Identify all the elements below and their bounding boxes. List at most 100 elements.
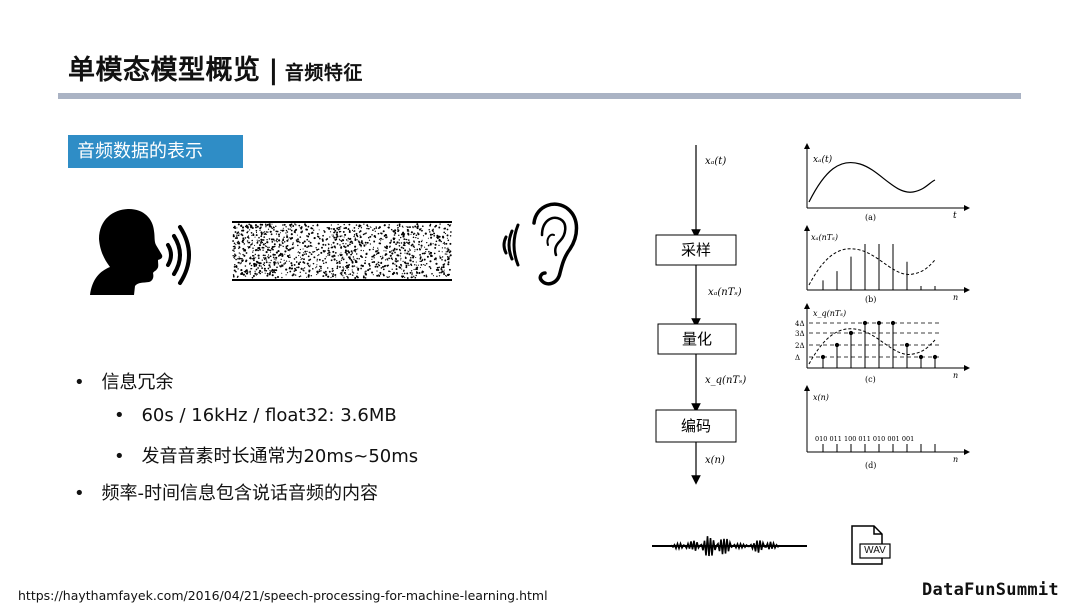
noise-dot xyxy=(258,264,261,266)
noise-dot xyxy=(280,258,282,260)
noise-dot xyxy=(400,257,402,259)
noise-dot xyxy=(438,272,441,274)
noise-dot xyxy=(429,267,432,270)
noise-dot xyxy=(245,259,248,262)
noise-dot xyxy=(442,263,445,266)
title-underline xyxy=(58,93,1021,99)
noise-dot xyxy=(408,253,411,256)
plot-a-axis: t xyxy=(953,211,957,221)
noise-dot xyxy=(360,265,362,267)
noise-dot xyxy=(432,275,435,277)
noise-dot xyxy=(305,276,308,278)
noise-dot xyxy=(341,269,344,272)
noise-dot xyxy=(349,243,351,246)
title-subtitle: 音频特征 xyxy=(284,62,363,84)
noise-dot xyxy=(271,241,274,243)
noise-dot xyxy=(235,235,238,237)
noise-dot xyxy=(389,241,392,244)
noise-dot xyxy=(339,244,341,246)
noise-dot xyxy=(261,223,264,226)
noise-dot xyxy=(259,227,262,230)
noise-dot xyxy=(349,237,352,240)
noise-dot xyxy=(341,235,343,237)
noise-dot xyxy=(443,228,445,230)
noise-dot xyxy=(344,269,347,272)
noise-dot xyxy=(383,250,385,252)
noise-dot xyxy=(249,256,252,258)
noise-dot xyxy=(440,240,442,243)
noise-dot xyxy=(290,264,293,267)
noise-dot xyxy=(418,247,421,250)
noise-dot xyxy=(450,231,452,233)
noise-dot xyxy=(263,231,266,233)
noise-dot xyxy=(332,235,334,238)
noise-dot xyxy=(318,270,321,273)
noise-dot xyxy=(346,254,348,256)
noise-dot xyxy=(408,264,410,267)
noise-dot xyxy=(416,248,419,251)
noise-dot xyxy=(344,233,347,236)
noise-dot xyxy=(432,243,434,245)
noise-dot xyxy=(365,256,367,259)
noise-dot xyxy=(376,262,378,264)
noise-dot xyxy=(266,223,269,226)
noise-dot xyxy=(259,229,261,232)
noise-dot xyxy=(351,269,353,271)
noise-dot xyxy=(410,231,413,234)
noise-dot xyxy=(348,223,351,226)
noise-dot xyxy=(275,262,277,264)
noise-dot xyxy=(346,264,348,267)
noise-dot xyxy=(353,265,356,267)
source-url[interactable]: https://haythamfayek.com/2016/04/21/spee… xyxy=(18,588,548,603)
noise-dot xyxy=(262,254,265,257)
noise-dot xyxy=(347,277,349,279)
noise-dot xyxy=(271,274,274,277)
noise-dot xyxy=(294,223,296,225)
noise-dot xyxy=(294,267,296,270)
noise-dot xyxy=(362,276,365,279)
speaker-icon xyxy=(90,209,191,295)
noise-dot xyxy=(259,270,262,272)
noise-dot xyxy=(342,242,344,245)
plot-d-label: x(n) xyxy=(813,393,829,402)
noise-dot xyxy=(443,272,446,276)
noise-dot xyxy=(366,241,369,244)
noise-dot xyxy=(332,273,335,275)
noise-dot xyxy=(405,264,408,267)
noise-dot xyxy=(278,235,280,238)
noise-dot xyxy=(257,267,259,269)
quantized-point xyxy=(890,320,896,326)
noise-dot xyxy=(336,265,339,267)
noise-dot xyxy=(236,227,238,229)
noise-dot xyxy=(447,247,449,249)
noise-dot xyxy=(328,251,331,254)
noise-dot xyxy=(237,275,239,278)
noise-dot xyxy=(340,247,343,249)
noise-dot xyxy=(289,270,292,273)
noise-dot xyxy=(233,245,236,248)
noise-dot xyxy=(244,265,247,267)
noise-dot xyxy=(330,244,332,246)
noise-dot xyxy=(276,230,279,233)
noise-dot xyxy=(303,270,305,272)
noise-dot xyxy=(310,232,313,234)
noise-dot xyxy=(332,228,336,231)
noise-dot xyxy=(442,236,445,239)
noise-dot xyxy=(446,258,449,261)
noise-dot xyxy=(255,274,257,276)
noise-dot xyxy=(444,233,447,235)
noise-dot xyxy=(307,225,310,228)
noise-dot xyxy=(402,235,405,238)
noise-dot xyxy=(311,245,313,247)
noise-dot xyxy=(430,254,433,258)
noise-dot xyxy=(418,244,420,246)
noise-dot xyxy=(405,266,408,269)
noise-dot xyxy=(233,242,236,245)
noise-dot xyxy=(365,273,368,276)
noise-dot xyxy=(327,275,330,278)
noise-dot xyxy=(232,235,235,238)
noise-dot xyxy=(286,239,289,242)
noise-dot xyxy=(342,275,344,277)
noise-dot xyxy=(360,240,363,243)
noise-dot xyxy=(273,243,276,246)
